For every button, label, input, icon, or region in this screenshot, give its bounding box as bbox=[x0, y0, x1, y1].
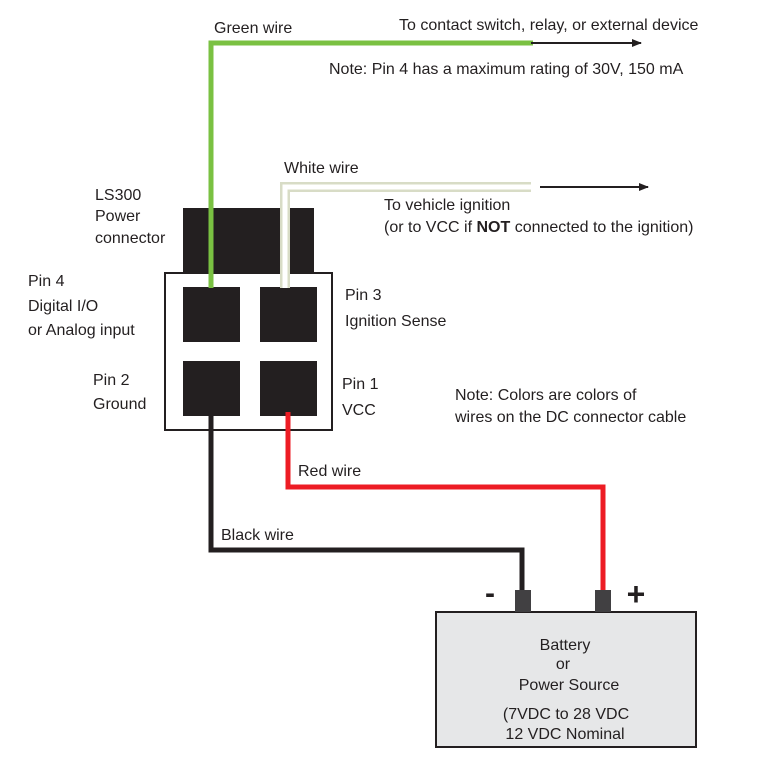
pin4-function-2: or Analog input bbox=[28, 322, 135, 339]
red-wire-label: Red wire bbox=[298, 463, 361, 480]
negative-sign: - bbox=[485, 577, 495, 610]
pin3-label: Pin 3 bbox=[345, 287, 382, 304]
pin1-label: Pin 1 bbox=[342, 376, 379, 393]
pin1-socket bbox=[260, 361, 317, 416]
negative-terminal bbox=[515, 590, 531, 612]
battery-line-1: Battery bbox=[540, 637, 591, 654]
ignition-vcc-note: (or to VCC if NOT connected to the ignit… bbox=[384, 219, 693, 236]
black-wire-label: Black wire bbox=[221, 527, 294, 544]
pin3-function: Ignition Sense bbox=[345, 313, 447, 330]
green-wire-label: Green wire bbox=[214, 20, 292, 37]
pin1-function: VCC bbox=[342, 402, 376, 419]
white-wire bbox=[282, 184, 531, 288]
battery-line-5: 12 VDC Nominal bbox=[505, 726, 624, 743]
green-wire bbox=[208, 40, 533, 288]
pin2-function: Ground bbox=[93, 396, 146, 413]
pin4-label: Pin 4 bbox=[28, 273, 65, 290]
positive-terminal bbox=[595, 590, 611, 612]
battery-body bbox=[435, 611, 697, 748]
pin4-function-1: Digital I/O bbox=[28, 298, 98, 315]
colors-note-1: Note: Colors are colors of bbox=[455, 387, 637, 404]
contact-destination: To contact switch, relay, or external de… bbox=[399, 17, 698, 34]
black-wire bbox=[208, 412, 525, 590]
connector-title-2: Power bbox=[95, 208, 141, 225]
pin4-rating-note: Note: Pin 4 has a maximum rating of 30V,… bbox=[329, 61, 684, 78]
positive-sign: + bbox=[627, 576, 646, 612]
pin3-socket bbox=[260, 287, 317, 342]
white-wire-label: White wire bbox=[284, 160, 359, 177]
connector-shroud bbox=[183, 208, 314, 280]
pin2-label: Pin 2 bbox=[93, 372, 130, 389]
pin4-socket bbox=[183, 287, 240, 342]
ignition-destination: To vehicle ignition bbox=[384, 197, 510, 214]
battery-line-2: or bbox=[556, 656, 571, 673]
colors-note-2: wires on the DC connector cable bbox=[454, 409, 686, 426]
connector-title-1: LS300 bbox=[95, 187, 141, 204]
pin2-socket bbox=[183, 361, 240, 416]
battery-line-3: Power Source bbox=[519, 677, 620, 694]
battery-line-4: (7VDC to 28 VDC bbox=[503, 706, 629, 723]
connector-title-3: connector bbox=[95, 230, 166, 247]
red-wire bbox=[285, 412, 606, 590]
